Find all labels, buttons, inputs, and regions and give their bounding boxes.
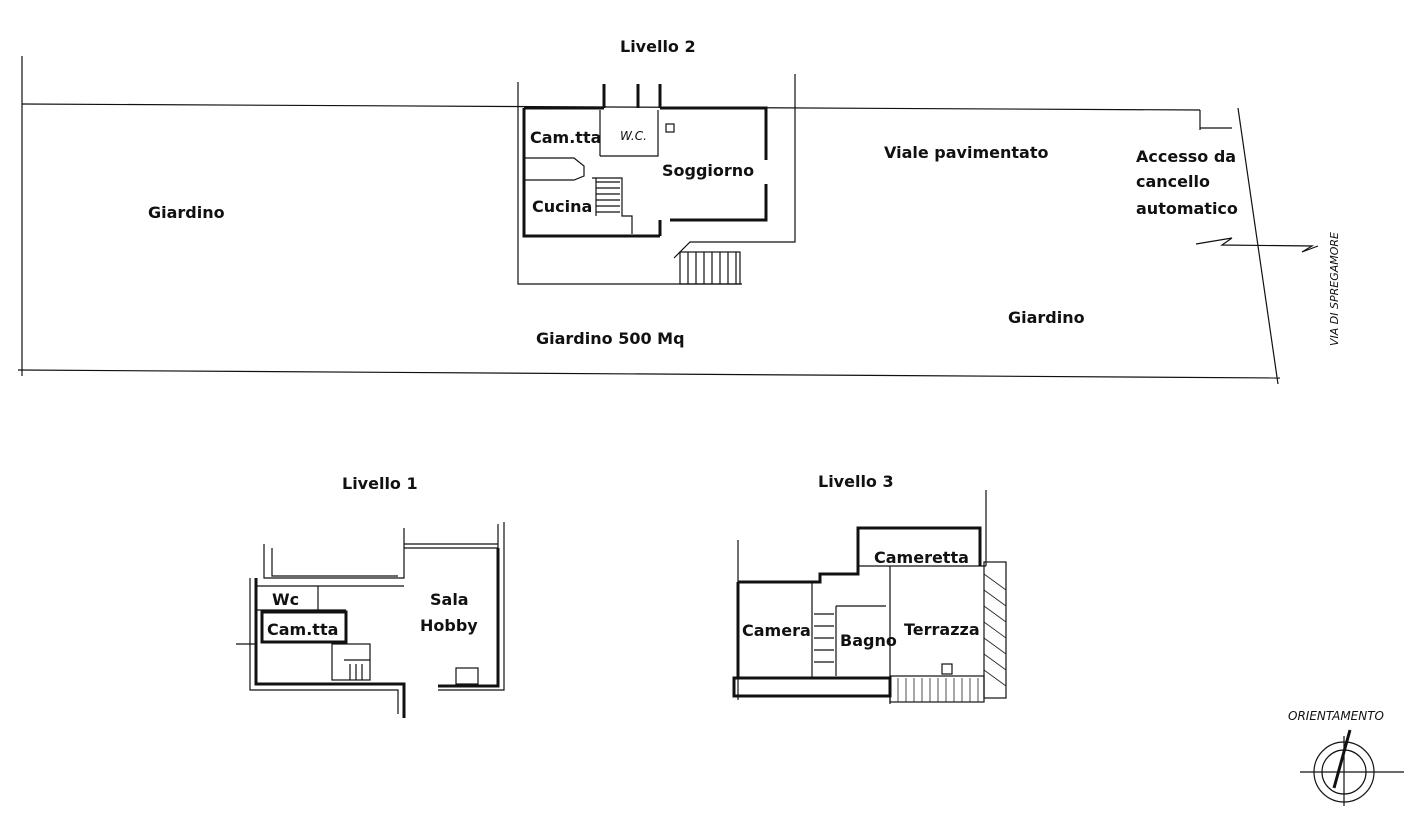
l1-room-hobby-line2: Hobby (420, 616, 478, 635)
l1-room-camera-small: Cam.tta (267, 620, 338, 639)
site-garden-right: Giardino (1008, 308, 1085, 327)
l1-camera-box (260, 610, 348, 644)
l3-room-cameretta: Cameretta (874, 548, 969, 567)
lot-boundary-bottom (17, 369, 1281, 379)
site-street-name: VIA DI SPREGAMORE (1328, 232, 1341, 346)
level3-title: Livello 3 (818, 472, 894, 491)
l1-stair (331, 643, 371, 681)
site-plan (17, 56, 1319, 385)
l2-external-stair (679, 251, 741, 285)
site-access-line1: Accesso da (1136, 147, 1236, 166)
l3-terrace-hatch (889, 561, 1007, 703)
level2-floor-plan (517, 74, 796, 285)
l3-room-camera: Camera (742, 621, 811, 640)
l1-room-wc: Wc (272, 590, 299, 609)
l2-yard-outline (673, 74, 796, 259)
l3-room-bagno: Bagno (840, 631, 897, 650)
north-arrow-symbol (1300, 729, 1404, 806)
l3-balcony (732, 676, 892, 698)
site-access-line2: cancello (1136, 172, 1210, 191)
l2-terrace-outline (517, 82, 742, 285)
level1-floor-plan (236, 522, 505, 718)
l1-room-hobby-line1: Sala (430, 590, 469, 609)
l2-room-living: Soggiorno (662, 161, 754, 180)
lot-boundary-top (21, 103, 1201, 111)
site-path: Viale pavimentato (884, 143, 1048, 162)
l2-room-wc: W.C. (620, 129, 647, 143)
site-garden-left: Giardino (148, 203, 225, 222)
level3-floor-plan (732, 490, 1007, 704)
l3-room-terrazza: Terrazza (904, 620, 980, 639)
level2-title: Livello 2 (620, 37, 696, 56)
l2-room-camera-small: Cam.tta (530, 128, 601, 147)
street-axis-line (1195, 237, 1319, 253)
l2-room-kitchen: Cucina (532, 197, 592, 216)
site-garden-area: Giardino 500 Mq (536, 329, 685, 348)
level1-title: Livello 1 (342, 474, 418, 493)
site-access-line3: automatico (1136, 199, 1238, 218)
orientation-label: ORIENTAMENTO (1288, 709, 1384, 723)
